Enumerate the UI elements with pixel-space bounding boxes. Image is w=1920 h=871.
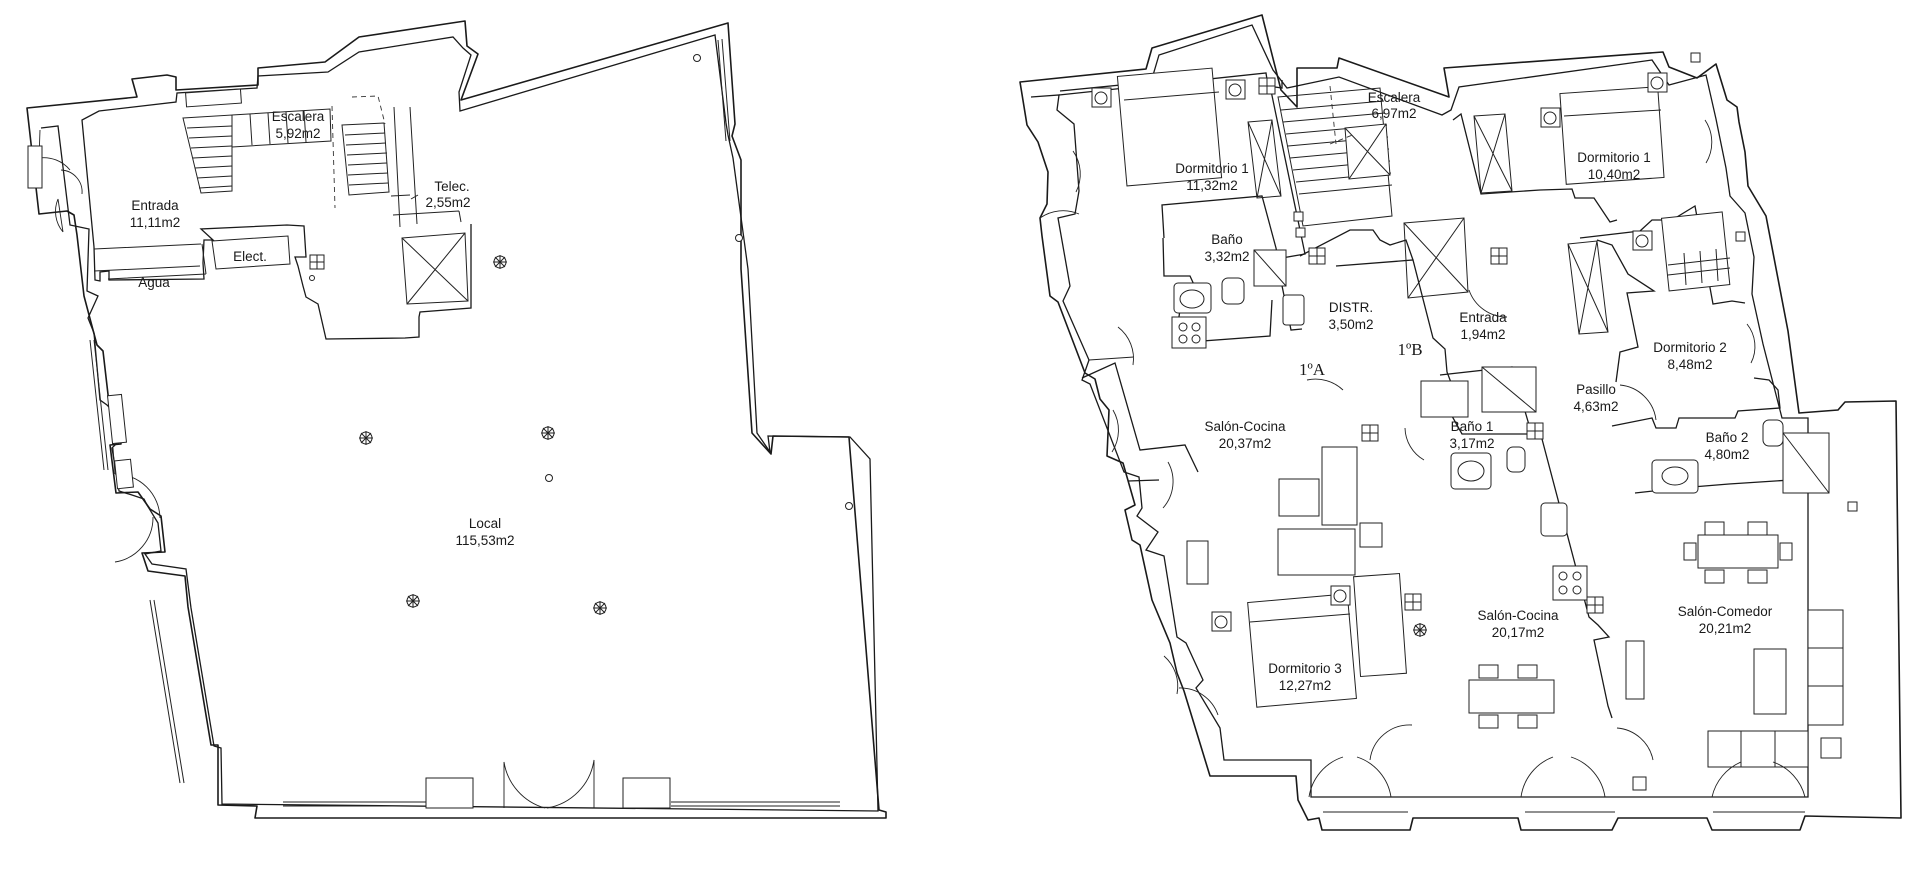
first-floor-plan <box>1019 14 1902 831</box>
ground-outer-wall <box>26 20 887 819</box>
room-name-dormitorio1-b: Dormitorio 1 <box>1577 150 1651 165</box>
room-name-salon-comedor: Salón-Comedor <box>1678 604 1773 619</box>
room-name-salon-cocina-a: Salón-Cocina <box>1204 419 1286 434</box>
room-area-salon-comedor: 20,21m2 <box>1699 621 1752 636</box>
room-area-salon-cocina-a: 20,37m2 <box>1219 436 1272 451</box>
ground-columns <box>309 54 853 615</box>
ground-local-openings <box>89 38 840 809</box>
label-elect: Elect. <box>233 249 267 264</box>
room-area-dormitorio3: 12,27m2 <box>1279 678 1332 693</box>
room-area-dormitorio1-a: 11,32m2 <box>1186 178 1238 193</box>
first-bath-2-fixtures <box>1651 419 1830 494</box>
ground-telec-shaft <box>392 210 469 305</box>
ground-floor-plan <box>26 20 887 819</box>
room-name-bano1: Baño 1 <box>1451 419 1494 434</box>
ground-stair <box>182 88 419 228</box>
first-labels: 1ºA 1ºB Dormitorio 1 11,32m2 Escalera 6,… <box>1175 90 1773 693</box>
room-name-dormitorio2: Dormitorio 2 <box>1653 340 1727 355</box>
room-name-escalera-ground: Escalera <box>272 109 325 124</box>
first-living-b-furniture <box>1369 289 1657 761</box>
room-name-entrada-b: Entrada <box>1459 310 1507 325</box>
first-bedroom-1a-furniture <box>1039 67 1282 219</box>
room-area-distr: 3,50m2 <box>1328 317 1373 332</box>
ground-entrada-details <box>27 129 291 280</box>
room-area-entrada-b: 1,94m2 <box>1460 327 1505 342</box>
room-name-telec: Telec. <box>434 179 469 194</box>
room-area-local: 115,53m2 <box>455 533 514 548</box>
room-area-salon-cocina-b: 20,17m2 <box>1492 625 1545 640</box>
first-facade-windows <box>1308 756 1806 813</box>
room-area-bano-a: 3,32m2 <box>1204 249 1249 264</box>
room-name-dormitorio1-a: Dormitorio 1 <box>1175 161 1249 176</box>
first-bedroom-2-furniture <box>1567 211 1756 364</box>
room-name-escalera-first: Escalera <box>1368 90 1421 105</box>
first-bath-a-fixtures <box>1171 249 1305 349</box>
first-shafts <box>1258 52 1858 637</box>
room-area-escalera-first: 6,97m2 <box>1371 106 1416 121</box>
first-living-a-furniture <box>1088 326 1383 585</box>
first-bath-1-fixtures <box>1404 366 1588 601</box>
room-name-bano2: Baño 2 <box>1706 430 1749 445</box>
room-area-bano1: 3,17m2 <box>1449 436 1494 451</box>
room-name-distr: DISTR. <box>1329 300 1373 315</box>
room-area-dormitorio2: 8,48m2 <box>1667 357 1712 372</box>
room-area-telec: 2,55m2 <box>425 195 470 210</box>
room-name-local: Local <box>469 516 501 531</box>
first-bedroom-3-furniture <box>1163 572 1407 716</box>
room-area-escalera-ground: 5,92m2 <box>275 126 320 141</box>
ground-labels: Escalera 5,92m2 Entrada 11,11m2 Telec. 2… <box>130 109 515 548</box>
room-area-bano2: 4,80m2 <box>1704 447 1749 462</box>
room-area-entrada-ground: 11,11m2 <box>130 215 181 230</box>
room-name-salon-cocina-b: Salón-Cocina <box>1477 608 1559 623</box>
room-name-dormitorio3: Dormitorio 3 <box>1268 661 1342 676</box>
label-agua: Agua <box>138 275 170 290</box>
unit-label-1b: 1ºB <box>1397 340 1422 359</box>
room-name-pasillo: Pasillo <box>1576 382 1616 397</box>
first-bedroom-1b-furniture <box>1473 72 1713 194</box>
room-area-pasillo: 4,63m2 <box>1573 399 1618 414</box>
first-living-dining-furniture <box>1683 521 1844 768</box>
first-stair <box>1277 85 1469 299</box>
room-name-entrada-ground: Entrada <box>131 198 179 213</box>
room-name-bano-a: Baño <box>1211 232 1243 247</box>
unit-label-1a: 1ºA <box>1299 360 1326 379</box>
first-inner-wall <box>1030 24 1809 798</box>
room-area-dormitorio1-b: 10,40m2 <box>1588 167 1641 182</box>
